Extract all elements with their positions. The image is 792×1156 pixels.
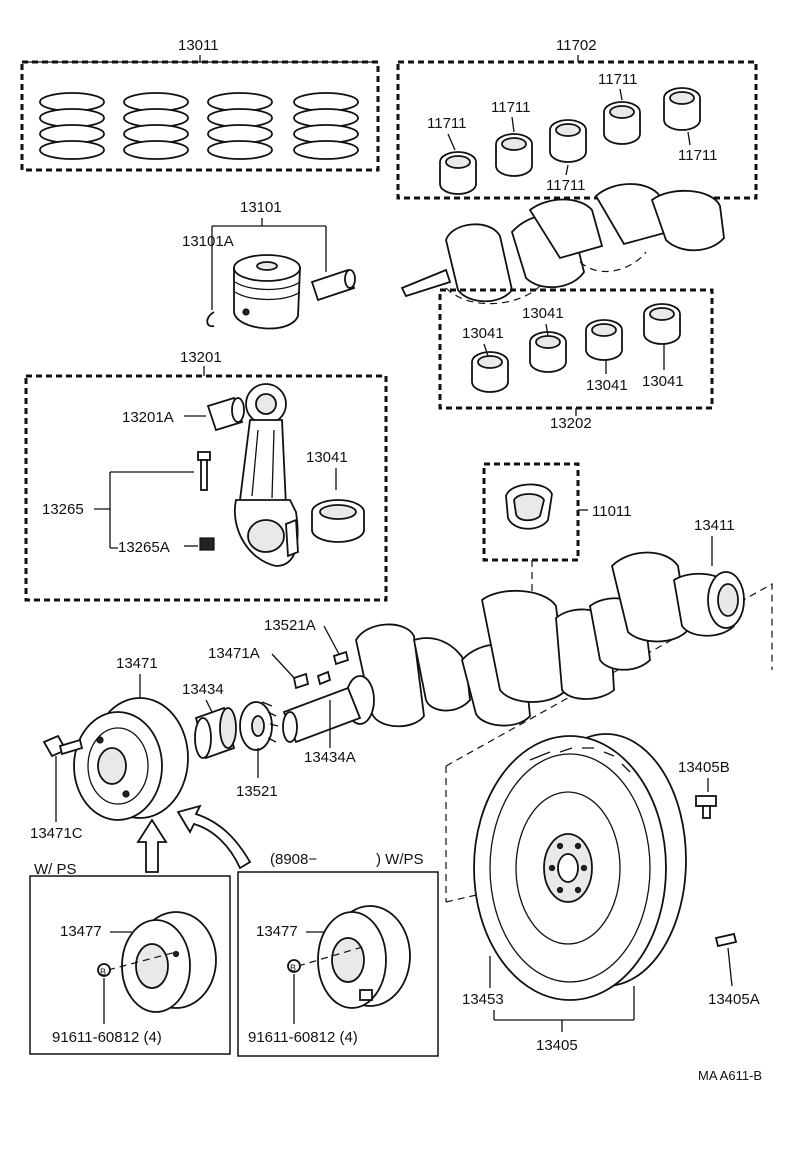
callout-11711-e: 11711 <box>678 147 718 164</box>
piston-ring-set-group: 13011 <box>20 37 380 172</box>
callout-13471A: 13471A <box>208 645 260 662</box>
main-bearing-set-group: 11702 11711 11711 11711 11711 11711 <box>396 37 758 200</box>
key-icon <box>332 650 350 666</box>
bolt-icon <box>197 451 211 491</box>
callout-13041-c: 13041 <box>586 377 628 394</box>
key-icon <box>316 670 332 686</box>
crankshaft-sketch-upper <box>400 183 725 305</box>
callout-13521: 13521 <box>236 783 278 800</box>
callout-13434: 13434 <box>182 681 224 698</box>
callout-13434A: 13434A <box>304 749 356 766</box>
callout-91611-right: 91611-60812 (4) <box>248 1029 358 1046</box>
callout-11711-b: 11711 <box>491 99 531 116</box>
variant-label-left: W/ PS <box>34 861 77 878</box>
callout-13477-left: 13477 <box>60 923 102 940</box>
conrod-bushing-icon <box>206 396 245 432</box>
crankshaft-group: 13411 13521A 13471A 13434A <box>208 517 773 767</box>
pulley-group: 13471 13471C 13434 13521 <box>30 655 279 842</box>
piston-group: 13101 13101A <box>182 199 356 330</box>
snap-ring-icon <box>206 311 215 328</box>
callout-13477-right: 13477 <box>256 923 298 940</box>
bearing-shell-icon <box>311 499 365 543</box>
pulley-icon <box>121 911 217 1013</box>
variant-label-right: ) W/PS <box>376 851 424 868</box>
bolt-symbol-left: B <box>100 967 106 977</box>
callout-13265: 13265 <box>42 501 84 518</box>
connecting-rod-icon <box>234 383 299 567</box>
callout-13041-d: 13041 <box>642 373 684 390</box>
callout-11702: 11702 <box>556 37 597 54</box>
callout-13521A: 13521A <box>264 617 316 634</box>
callout-11711-c: 11711 <box>598 71 638 88</box>
flywheel-group: 13405B 13453 13405 13405A <box>445 733 760 1054</box>
flywheel-icon <box>473 733 687 1001</box>
thrust-washer-icon <box>505 483 553 530</box>
bolt-icon <box>695 795 717 819</box>
pulley-icon <box>317 905 411 1009</box>
connecting-rod-group: 13201 13201A 13041 13265 132 <box>24 349 388 602</box>
callout-13101: 13101 <box>240 199 282 216</box>
callout-11711-a: 11711 <box>427 115 467 132</box>
callout-11711-d: 11711 <box>546 177 586 194</box>
variant-ps-right: (8908− ) W/PS 13477 B 91611-60812 (4) <box>237 851 439 1057</box>
callout-11011: 11011 <box>592 503 632 520</box>
thrust-washer-group: 11011 <box>482 462 632 600</box>
timing-gear-icon <box>194 706 237 760</box>
piston-ring-set-icon <box>39 92 359 160</box>
key-icon <box>292 672 310 690</box>
callout-13041-a: 13041 <box>462 325 504 342</box>
nut-icon <box>199 537 215 551</box>
bearing-shell-icon <box>471 303 681 393</box>
callout-13411: 13411 <box>694 517 735 534</box>
conrod-bearing-set-group: 13202 13041 13041 13041 13041 <box>438 288 714 432</box>
callout-13471: 13471 <box>116 655 158 672</box>
bolt-icon <box>42 734 84 758</box>
dowel-pin-icon <box>714 932 738 948</box>
callout-13405A: 13405A <box>708 991 760 1008</box>
callout-13041-b: 13041 <box>522 305 564 322</box>
timing-gear-icon <box>239 701 279 751</box>
callout-13471C: 13471C <box>30 825 83 842</box>
crankshaft-icon <box>282 551 745 744</box>
callout-13101A: 13101A <box>182 233 234 250</box>
callout-13405: 13405 <box>536 1037 578 1054</box>
callout-91611-left: 91611-60812 (4) <box>52 1029 162 1046</box>
callout-13011: 13011 <box>178 37 219 54</box>
bearing-shell-icon <box>439 87 701 195</box>
bolt-symbol-right: B <box>290 963 296 973</box>
callout-13265A: 13265A <box>118 539 170 556</box>
diagram-code: MA A611-B <box>698 1068 762 1083</box>
variant-ps-left: W/ PS 13477 B 91611-60812 (4) <box>29 861 231 1055</box>
callout-13202: 13202 <box>550 415 592 432</box>
variant-arrows <box>136 804 252 873</box>
callout-13405B: 13405B <box>678 759 730 776</box>
callout-13201A: 13201A <box>122 409 174 426</box>
piston-icon <box>233 254 301 330</box>
callout-13201: 13201 <box>180 349 222 366</box>
callout-13041-rod: 13041 <box>306 449 348 466</box>
variant-date: (8908− <box>270 851 317 868</box>
piston-pin-icon <box>310 268 356 302</box>
pulley-icon <box>73 697 189 821</box>
callout-13453: 13453 <box>462 991 504 1008</box>
